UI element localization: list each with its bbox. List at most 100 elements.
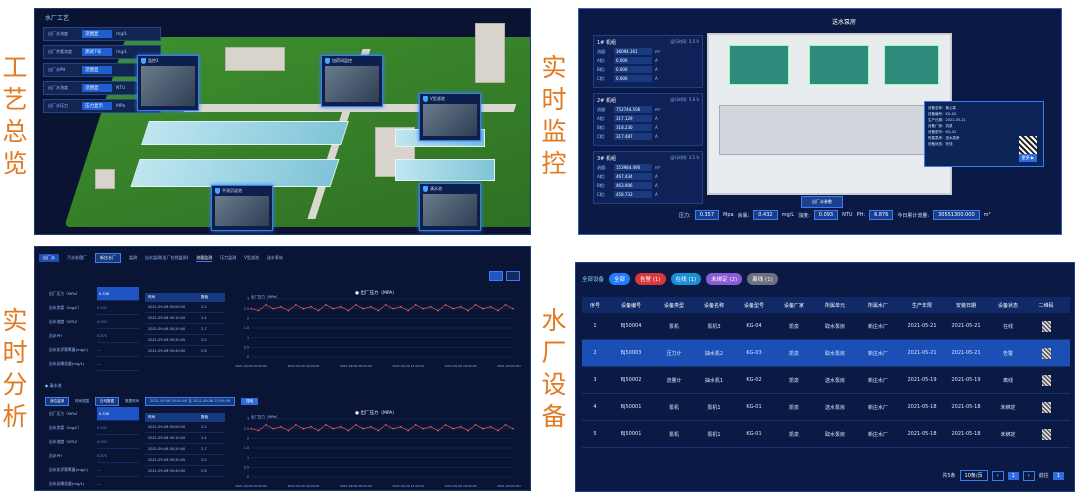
goto-page-input[interactable]: 1 — [1052, 471, 1064, 480]
outlet-param-button[interactable]: 出厂水参数 — [801, 196, 843, 208]
y-tick-label: 3 — [247, 417, 249, 421]
y-tick-label: 0.5 — [244, 346, 249, 350]
pagination: 共5条 10条/页 ‹ 1 › 前往 1 — [942, 470, 1064, 481]
table-cell: 取水泵房 — [824, 431, 845, 438]
filter-all[interactable]: 全部 — [609, 273, 631, 285]
table-cell: KG-04 — [746, 323, 762, 329]
table-cell: 抽水机1 — [704, 377, 724, 384]
data-point — [280, 425, 282, 428]
stat-value: 见图显 — [82, 84, 112, 92]
x-tick-label: 2021-09-06 16:00:00 — [445, 364, 477, 368]
tab[interactable]: V型滤池 — [244, 255, 259, 260]
filter-offline[interactable]: 离线 (1) — [747, 273, 778, 285]
search-button[interactable]: 搜索 — [241, 398, 259, 405]
qr-code-cell[interactable] — [1028, 428, 1064, 440]
next-page-button[interactable]: › — [1022, 470, 1035, 481]
qr-code-cell[interactable] — [1028, 320, 1064, 332]
column-header[interactable]: 序号 — [589, 302, 600, 309]
date-range[interactable]: 2021-09-06 00:00:00 至 2021-09-06 23:59:5… — [145, 397, 236, 406]
qr-code-icon[interactable] — [1041, 347, 1051, 359]
shield-icon — [423, 96, 428, 102]
page-number[interactable]: 1 — [1007, 471, 1019, 480]
title-plant-equipment: 水厂设备 — [541, 306, 567, 431]
stat-value: 测试7号 — [82, 48, 112, 56]
station-select[interactable]: 新庄水厂 — [95, 253, 121, 263]
column-header[interactable]: 设备型号 — [743, 302, 764, 309]
camera-card[interactable]: 平流沉淀池 — [211, 185, 273, 231]
data-point — [280, 305, 282, 308]
data-point — [265, 304, 267, 306]
camera-card[interactable]: 监控1 — [137, 55, 199, 111]
data-point — [399, 425, 402, 428]
table-cell: KG-03 — [746, 350, 762, 356]
list-view-icon[interactable] — [489, 271, 503, 281]
analysis-tabs: 出厂水 污水处理厂 新庄水厂 监测 出水监测(出厂在线监测) 流量监测 压力监测… — [39, 253, 283, 263]
column-header[interactable]: 所属单元 — [824, 302, 845, 309]
y-tick-label: 0 — [247, 355, 249, 359]
column-header[interactable]: 二维码 — [1038, 302, 1054, 309]
page-size-select[interactable]: 10条/页 — [959, 470, 988, 481]
data-point — [384, 304, 387, 306]
tab[interactable]: 压力监测 — [220, 255, 237, 260]
camera-card[interactable]: V型滤池 — [419, 93, 481, 141]
table-cell: 2021-05-21 — [907, 323, 937, 329]
tab[interactable]: 出水监测(出厂在线监测) — [145, 255, 189, 260]
column-header[interactable]: 安装日期 — [955, 302, 976, 309]
chart-view-icon[interactable] — [506, 271, 520, 281]
filter-unbound[interactable]: 未绑定 (2) — [706, 273, 743, 285]
qr-code-cell[interactable] — [1028, 347, 1064, 359]
tab-outlet[interactable]: 出厂水 — [39, 254, 59, 262]
column-header[interactable]: 设备编号 — [620, 302, 641, 309]
x-tick-label: 2021-09-06 16:00:00 — [445, 484, 477, 488]
qr-code-icon[interactable] — [1041, 320, 1051, 332]
qr-code-cell[interactable] — [1028, 374, 1064, 386]
column-header[interactable]: 生产年限 — [911, 302, 932, 309]
x-tick-label: 2021-09-06 00:00:00 — [235, 484, 267, 488]
column-header[interactable]: 设备状态 — [997, 302, 1018, 309]
camera-card[interactable]: 清水池 — [419, 183, 481, 231]
prev-page-button[interactable]: ‹ — [991, 470, 1004, 481]
filter-online[interactable]: 在线 (1) — [670, 273, 702, 285]
panel-title: 送水泵房 — [831, 19, 856, 26]
data-point — [429, 305, 432, 308]
column-header[interactable]: 设备厂家 — [783, 302, 804, 309]
tab[interactable]: 送水泵站 — [266, 255, 283, 260]
type-select[interactable]: 液位监测 — [45, 397, 69, 406]
table-cell: 在线 — [1002, 323, 1013, 330]
table-cell: 新庄水厂 — [867, 404, 888, 411]
qr-code-icon[interactable] — [1041, 401, 1051, 413]
period-select[interactable]: 日均数据 — [95, 397, 119, 406]
qr-code-icon[interactable] — [1041, 374, 1051, 386]
column-header[interactable]: 所属水厂 — [867, 302, 888, 309]
column-header[interactable]: 设备类型 — [663, 302, 684, 309]
column-header[interactable]: 设备名称 — [703, 302, 724, 309]
data-point — [414, 424, 417, 426]
camera-card[interactable]: 加药间监控 — [321, 55, 383, 107]
data-point — [369, 425, 372, 428]
y-tick-label: 3 — [247, 297, 249, 301]
tab[interactable]: 监测 — [129, 255, 137, 260]
qr-code-cell[interactable] — [1028, 401, 1064, 413]
more-button[interactable]: 更多 ▶ — [1018, 154, 1037, 162]
table-cell: BJ50004 — [620, 323, 642, 329]
table-cell: 告警 — [1002, 350, 1013, 357]
pump-hall — [719, 105, 944, 155]
qr-code-icon[interactable] — [1041, 428, 1051, 440]
filter-alarm[interactable]: 告警 (1) — [635, 273, 666, 285]
tab[interactable]: 流量监测 — [196, 254, 213, 262]
data-point — [257, 429, 260, 432]
